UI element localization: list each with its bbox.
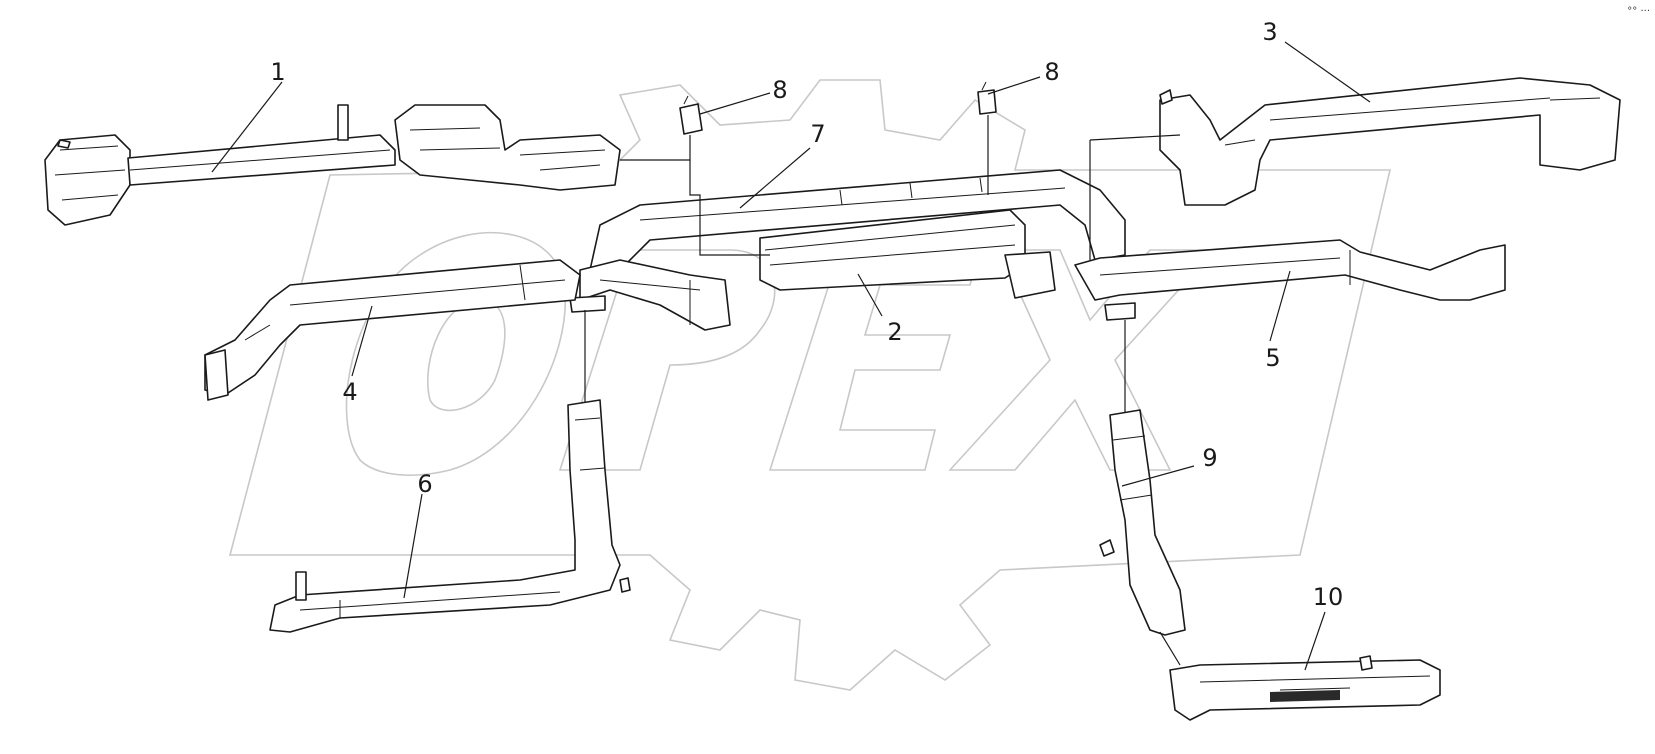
part-7-bridge-duct: [569, 169, 1126, 331]
assembly-lines: [584, 115, 1181, 666]
callout-7: 7: [810, 120, 825, 148]
part-3-right-duct: [1159, 77, 1621, 206]
part-8-clip-left: [679, 95, 703, 135]
part-8-clip-right: [977, 81, 997, 115]
callout-8-right: 8: [1044, 58, 1059, 86]
callout-3: 3: [1262, 18, 1277, 46]
callout-4: 4: [342, 378, 357, 406]
part-5-right-duct: [1074, 239, 1506, 321]
part-6-lower-left-duct: [269, 399, 631, 633]
callout-9: 9: [1202, 444, 1217, 472]
part-10-lower-duct: [1169, 655, 1441, 721]
part-4-left-duct: [204, 259, 581, 401]
callout-10: 10: [1313, 583, 1344, 611]
watermark-letter-o-inner: [427, 299, 506, 412]
callout-labels: 1 2 3 4 5 6 7 8 8 9 10: [270, 18, 1343, 611]
callout-leaders: [211, 41, 1371, 671]
callout-6: 6: [417, 470, 432, 498]
callout-1: 1: [270, 58, 285, 86]
part-9-vertical-duct: [1099, 409, 1186, 636]
part-1-duct: [44, 104, 621, 226]
callout-2: 2: [887, 318, 902, 346]
callout-5: 5: [1265, 344, 1280, 372]
watermark-gear: [228, 79, 1392, 691]
callout-8-left: 8: [772, 76, 787, 104]
corner-mark: °° ···: [1627, 6, 1650, 17]
part-2-center-duct: [759, 209, 1056, 299]
